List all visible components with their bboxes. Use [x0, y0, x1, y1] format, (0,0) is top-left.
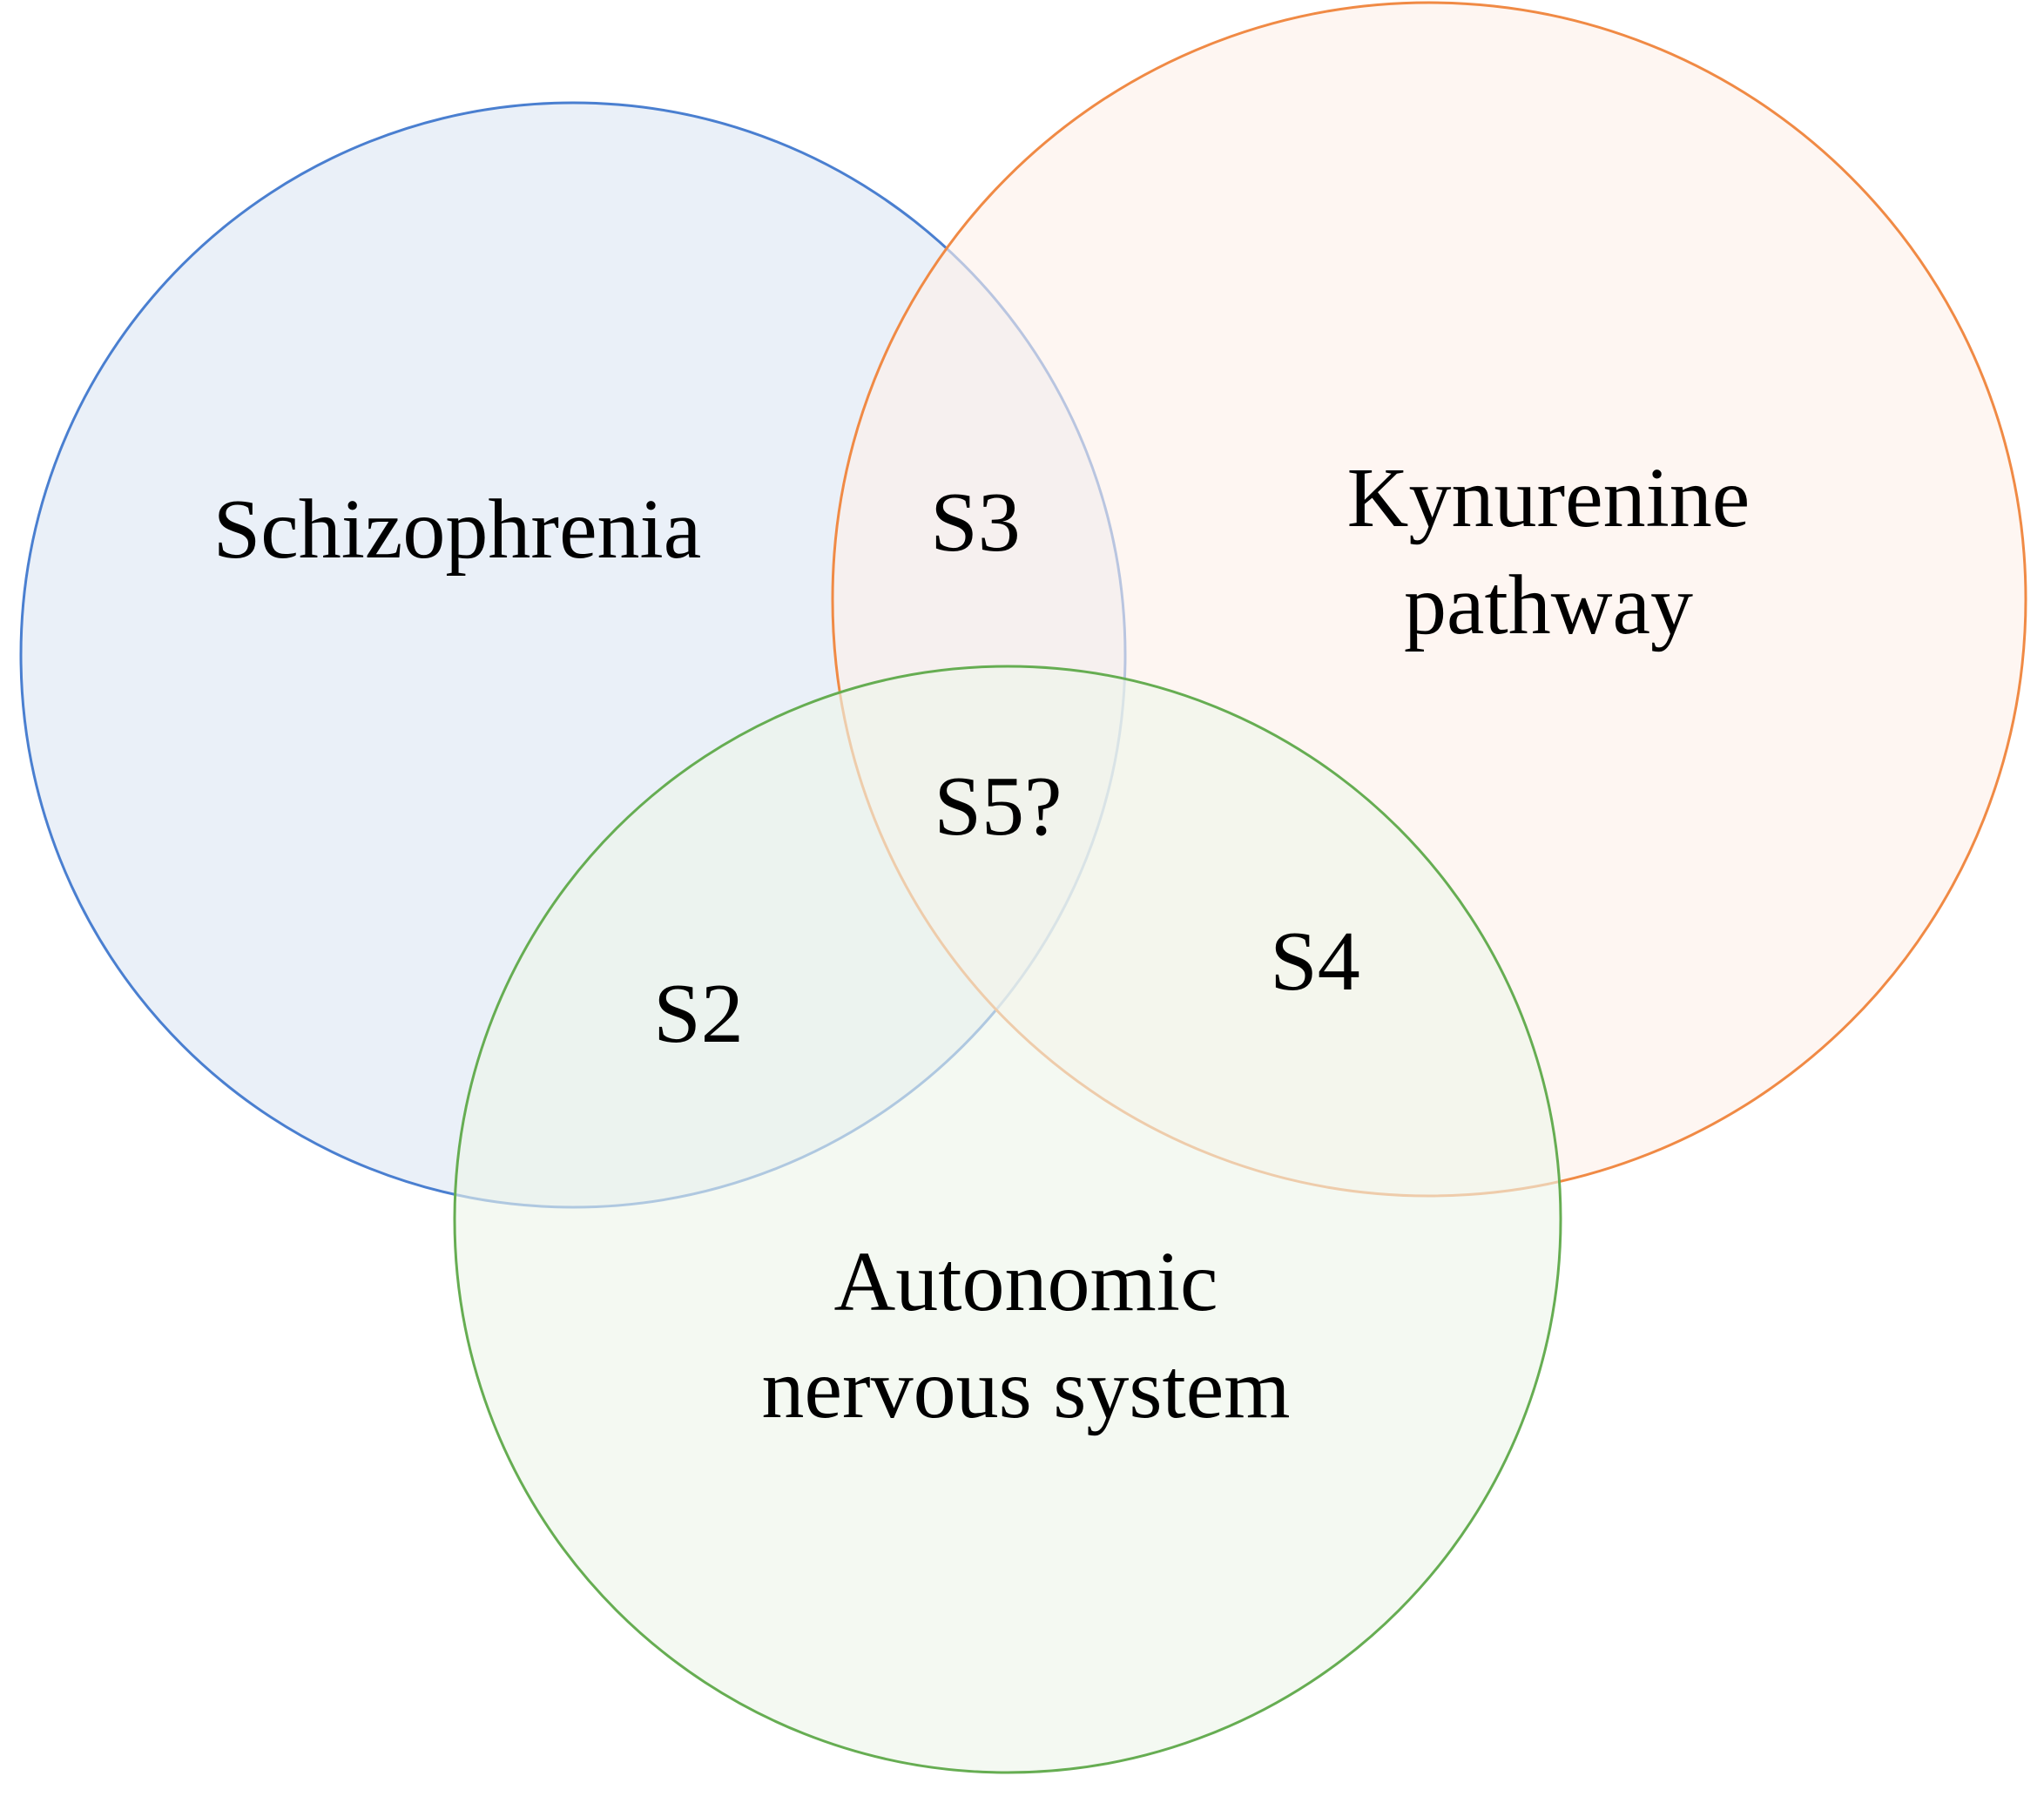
autonomic-nervous-system-circle [453, 665, 1562, 1774]
region-label-s5: S5? [934, 760, 1062, 854]
kynurenine-label-line2: pathway [1404, 558, 1693, 652]
autonomic-label-line2: nervous system [762, 1342, 1291, 1436]
region-label-s2: S2 [653, 967, 744, 1061]
region-label-s3: S3 [930, 476, 1021, 570]
region-label-s4: S4 [1270, 915, 1360, 1009]
schizophrenia-label: Schizophrenia [213, 483, 702, 577]
kynurenine-label-line1: Kynurenine [1347, 451, 1751, 545]
autonomic-label-line1: Autonomic [834, 1235, 1218, 1329]
